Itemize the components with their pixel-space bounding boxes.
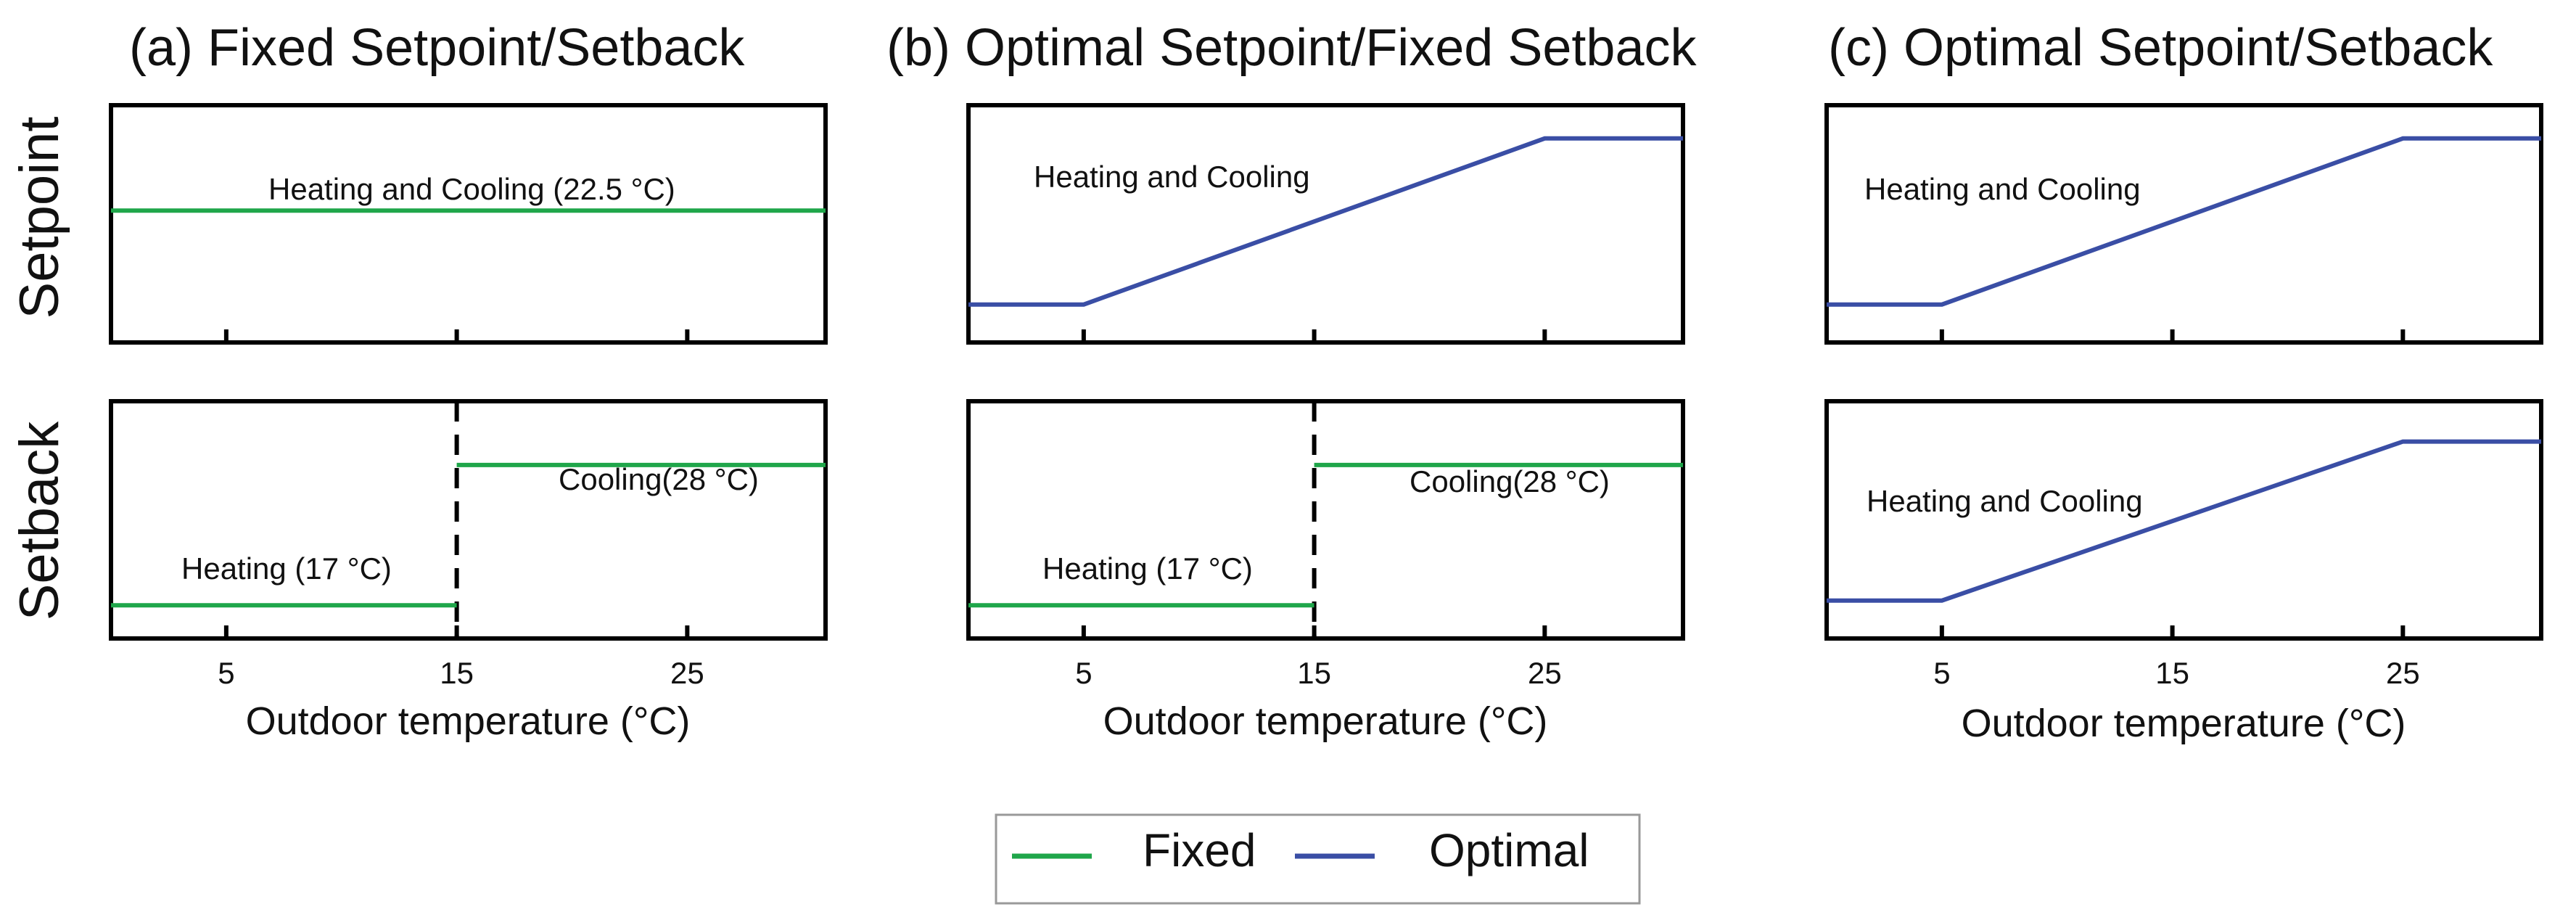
setback-cooling-annotation-b: Cooling(28 °C) xyxy=(1410,464,1610,498)
setpoint-annotation-c: Heating and Cooling xyxy=(1864,172,2141,206)
x-tick-label: 15 xyxy=(440,656,474,690)
x-axis-label-b: Outdoor temperature (°C) xyxy=(1103,699,1548,743)
panel-title-b: (b) Optimal Setpoint/Fixed Setback xyxy=(886,19,1697,77)
setback-heating-annotation-a: Heating (17 °C) xyxy=(181,551,392,586)
row-label-setpoint: Setpoint xyxy=(9,117,70,319)
legend-fixed-label: Fixed xyxy=(1143,824,1256,876)
setpoint-optimal-line-b-0 xyxy=(968,136,1683,307)
x-axis-label-a: Outdoor temperature (°C) xyxy=(246,699,691,743)
setback-optimal-line-c-0 xyxy=(1827,439,2541,603)
x-tick-label: 25 xyxy=(2386,656,2420,690)
x-tick-label: 5 xyxy=(1075,656,1092,690)
setback-cooling-annotation-a: Cooling(28 °C) xyxy=(559,462,759,496)
setback-annotation-c: Heating and Cooling xyxy=(1867,484,2143,518)
x-tick-label: 5 xyxy=(218,656,234,690)
x-axis-label-c: Outdoor temperature (°C) xyxy=(1962,702,2406,745)
legend: Fixed Optimal xyxy=(995,813,1641,905)
setpoint-plot-b: Heating and Cooling xyxy=(966,103,1685,345)
x-tick-label: 15 xyxy=(2155,656,2189,690)
x-tick-label: 5 xyxy=(1933,656,1950,690)
legend-optimal-label: Optimal xyxy=(1429,824,1589,876)
x-tick-label: 15 xyxy=(1297,656,1331,690)
panel-title-a: (a) Fixed Setpoint/Setback xyxy=(129,19,745,77)
panel-a: Heating and Cooling (22.5 °C) Heating (1… xyxy=(109,103,828,743)
panel-title-c: (c) Optimal Setpoint/Setback xyxy=(1828,19,2493,77)
setback-plot-a: Heating (17 °C) Cooling(28 °C) 5 15 25 Out… xyxy=(109,399,828,743)
legend-box xyxy=(995,813,1641,905)
setback-heating-annotation-b: Heating (17 °C) xyxy=(1042,551,1253,586)
setback-plot-c: Heating and Cooling 5 15 25 Outdoor temper… xyxy=(1824,399,2543,745)
row-label-setback: Setback xyxy=(9,421,70,621)
x-tick-label: 25 xyxy=(670,656,704,690)
setpoint-annotation-b: Heating and Cooling xyxy=(1034,160,1310,194)
setpoint-plot-a: Heating and Cooling (22.5 °C) xyxy=(109,103,828,345)
setpoint-optimal-line-c-0 xyxy=(1827,136,2541,307)
setback-plot-b: Heating (17 °C) Cooling(28 °C) 5 15 25 Out… xyxy=(966,399,1685,743)
x-tick-label: 25 xyxy=(1528,656,1562,690)
setpoint-plot-c: Heating and Cooling xyxy=(1824,103,2543,345)
panel-b: Heating and Cooling Heating (17 °C) Cool… xyxy=(966,103,1685,743)
panel-c: Heating and Cooling Heating and Cooling … xyxy=(1824,103,2543,745)
setpoint-annotation-a: Heating and Cooling (22.5 °C) xyxy=(268,172,675,206)
